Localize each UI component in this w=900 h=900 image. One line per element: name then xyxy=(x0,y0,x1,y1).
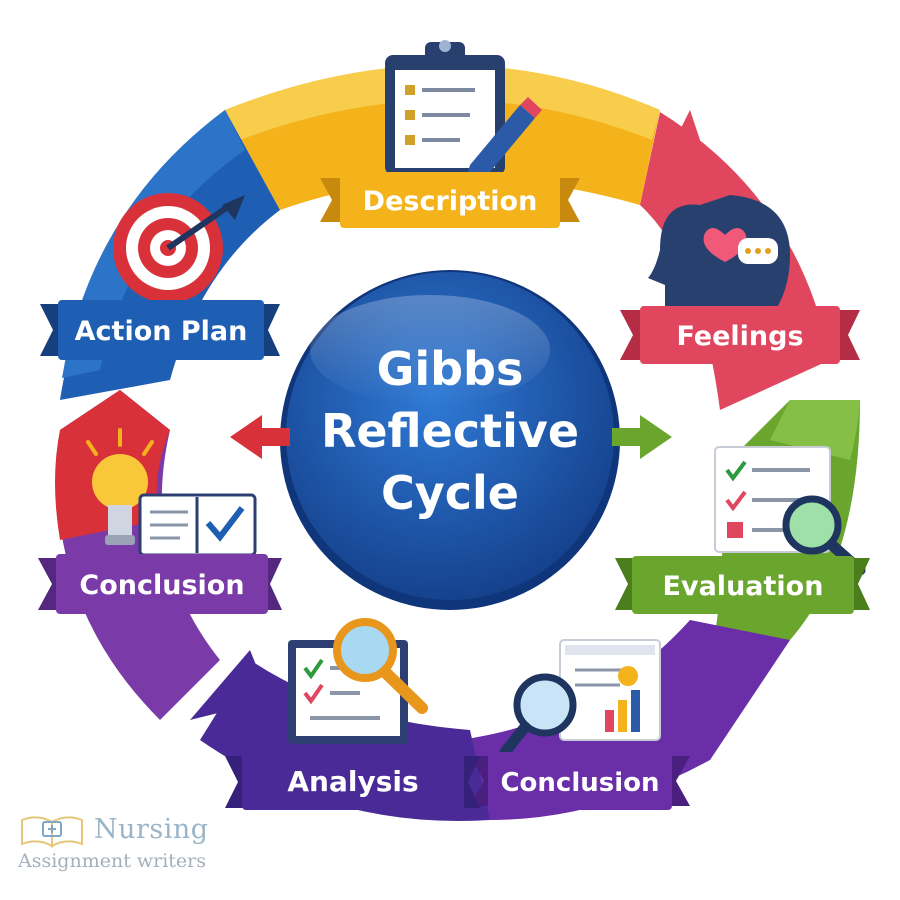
checklist-magnifier-icon xyxy=(714,446,866,576)
target-icon xyxy=(113,193,245,303)
center-title-line1: Gibbs xyxy=(377,342,524,396)
conclusion-left-banner: Conclusion xyxy=(38,554,282,614)
evaluation-label: Evaluation xyxy=(663,571,824,602)
analysis-label: Analysis xyxy=(287,765,418,798)
description-label: Description xyxy=(363,186,538,217)
action-plan-banner: Action Plan xyxy=(40,300,280,360)
watermark-brand: Nursing xyxy=(94,814,209,845)
clipboard-icon xyxy=(385,40,542,182)
watermark: Nursing Assignment writers xyxy=(12,808,222,888)
document-magnifier-icon xyxy=(288,618,428,744)
right-arrow xyxy=(612,415,672,459)
head-heart-icon xyxy=(648,195,790,335)
feelings-banner: Feelings xyxy=(620,306,860,364)
left-arrow xyxy=(230,415,290,459)
center-title-line2: Reflective xyxy=(321,404,579,458)
description-banner: Description xyxy=(320,172,580,228)
lightbulb-book-icon xyxy=(86,428,257,557)
action-plan-label: Action Plan xyxy=(75,316,248,347)
feelings-label: Feelings xyxy=(676,321,803,352)
book-cross-logo xyxy=(21,816,83,848)
conclusion-left-label: Conclusion xyxy=(79,570,244,601)
conclusion-right-banner: Conclusion xyxy=(470,752,690,810)
analysis-banner: Analysis xyxy=(225,752,480,810)
evaluation-banner: Evaluation xyxy=(615,556,870,614)
center-title-line3: Cycle xyxy=(381,466,519,520)
watermark-tagline: Assignment writers xyxy=(18,850,207,872)
report-chart-icon xyxy=(499,639,661,758)
conclusion-right-label: Conclusion xyxy=(500,768,659,798)
